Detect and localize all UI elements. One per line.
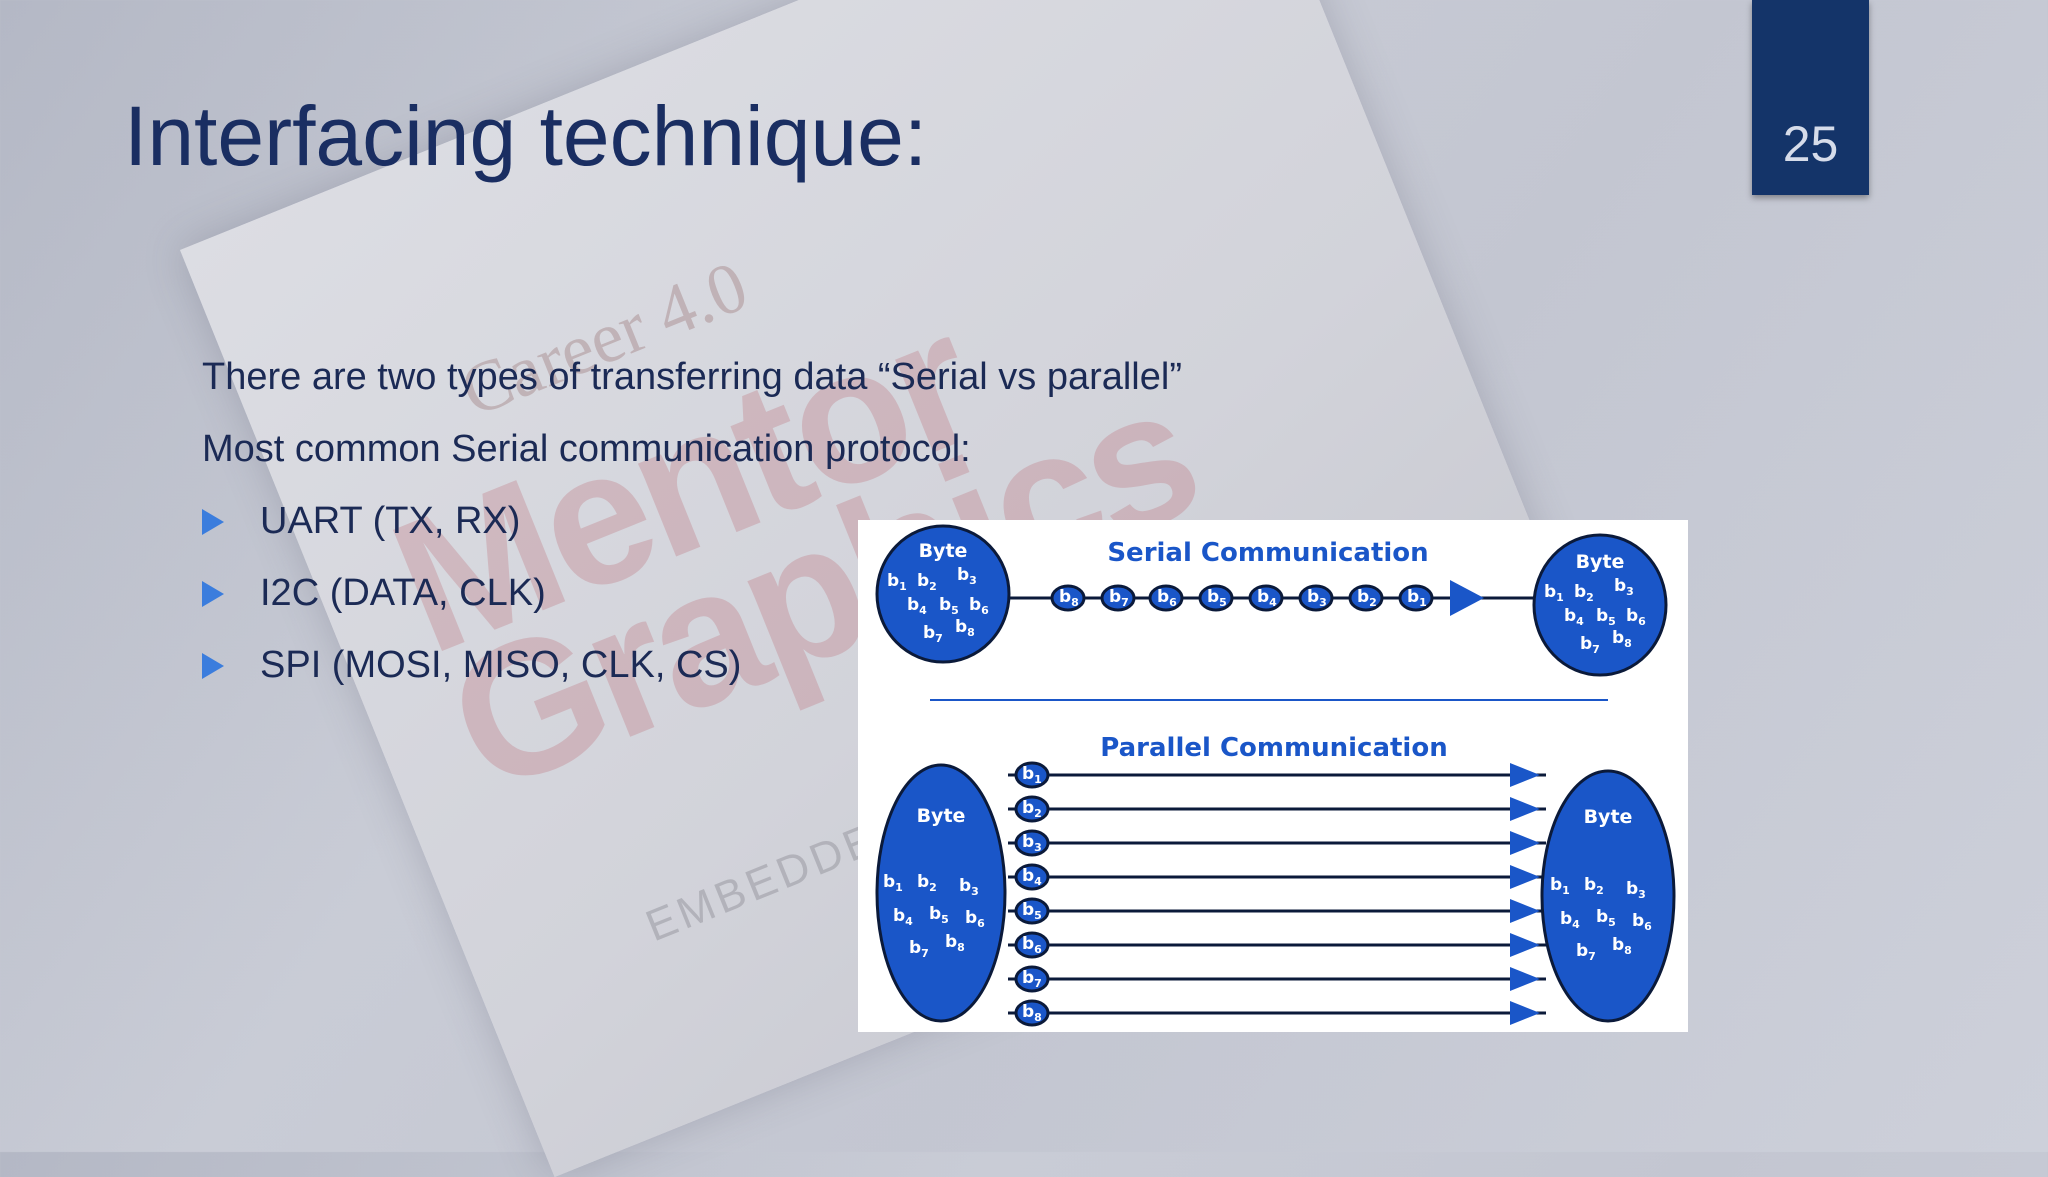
parallel-bit-token-label: b6 bbox=[1022, 934, 1042, 956]
serial-dest-byte-bit: b3 bbox=[1614, 576, 1634, 598]
parallel-bit-token bbox=[1014, 829, 1050, 857]
parallel-bit-token-label: b4 bbox=[1022, 866, 1042, 888]
serial-bit-token bbox=[1050, 584, 1086, 612]
slide-title: Interfacing technique: bbox=[124, 89, 928, 183]
page-number: 25 bbox=[1782, 116, 1839, 172]
serial-source-byte bbox=[875, 524, 1011, 664]
intro-line: There are two types of transferring data… bbox=[202, 356, 1182, 398]
triangle-bullet-icon bbox=[202, 652, 224, 679]
serial-dest-byte-label: Byte bbox=[1576, 551, 1625, 573]
parallel-arrow-icon bbox=[1510, 831, 1540, 855]
parallel-bit-token bbox=[1014, 795, 1050, 823]
serial-source-byte-bit: b5 bbox=[939, 595, 959, 617]
parallel-dest-byte-bit: b8 bbox=[1612, 935, 1632, 957]
serial-source-byte-bit: b2 bbox=[917, 571, 937, 593]
triangle-bullet-icon bbox=[202, 508, 224, 535]
parallel-source-byte-bit: b3 bbox=[959, 876, 979, 898]
serial-bit-token bbox=[1198, 584, 1234, 612]
parallel-dest-byte-label: Byte bbox=[1584, 806, 1633, 828]
parallel-source-byte-bit: b2 bbox=[917, 872, 937, 894]
serial-arrow-icon bbox=[1450, 580, 1484, 616]
parallel-source-byte-bit: b5 bbox=[929, 904, 949, 926]
serial-source-byte-bit: b1 bbox=[887, 571, 907, 593]
serial-bit-token bbox=[1148, 584, 1184, 612]
serial-bit-token-label: b4 bbox=[1257, 587, 1277, 609]
serial-dest-byte-bit: b2 bbox=[1574, 582, 1594, 604]
parallel-source-byte-bit: b1 bbox=[883, 872, 903, 894]
serial-source-byte-bit: b3 bbox=[957, 565, 977, 587]
bullet-item-uart: UART (TX, RX) bbox=[202, 500, 520, 543]
parallel-bit-token bbox=[1014, 897, 1050, 925]
page-number-badge: 25 bbox=[1752, 0, 1869, 195]
serial-dest-byte-bit: b5 bbox=[1596, 606, 1616, 628]
parallel-title: Parallel Communication bbox=[1100, 733, 1447, 763]
serial-bit-token bbox=[1298, 584, 1334, 612]
parallel-source-byte-bit: b4 bbox=[893, 906, 913, 928]
serial-source-byte-bit: b7 bbox=[923, 623, 943, 645]
serial-bit-token-label: b5 bbox=[1207, 587, 1227, 609]
parallel-bit-token bbox=[1014, 931, 1050, 959]
serial-dest-byte-bit: b7 bbox=[1580, 634, 1600, 656]
serial-source-byte-bit: b4 bbox=[907, 595, 927, 617]
diagram-canvas: Serial Communication Parallel Communicat… bbox=[875, 524, 1676, 1027]
parallel-dest-byte-bit: b6 bbox=[1632, 911, 1652, 933]
triangle-bullet-icon bbox=[202, 580, 224, 607]
parallel-bit-token-label: b7 bbox=[1022, 968, 1042, 990]
parallel-dest-byte-bit: b2 bbox=[1584, 875, 1604, 897]
parallel-arrow-icon bbox=[1510, 899, 1540, 923]
parallel-dest-byte-bit: b1 bbox=[1550, 875, 1570, 897]
parallel-bit-token bbox=[1014, 999, 1050, 1027]
serial-dest-byte-bit: b6 bbox=[1626, 606, 1646, 628]
serial-vs-parallel-diagram: Serial Communication Parallel Communicat… bbox=[858, 520, 1688, 1032]
parallel-source-byte-bit: b8 bbox=[945, 932, 965, 954]
parallel-arrow-icon bbox=[1510, 797, 1540, 821]
serial-bit-token bbox=[1348, 584, 1384, 612]
protocols-heading: Most common Serial communication protoco… bbox=[202, 428, 971, 470]
parallel-dest-byte bbox=[1540, 769, 1676, 1023]
parallel-source-byte bbox=[875, 763, 1007, 1023]
parallel-bit-token bbox=[1014, 965, 1050, 993]
serial-bit-token bbox=[1248, 584, 1284, 612]
parallel-bit-token-label: b3 bbox=[1022, 832, 1042, 854]
parallel-dest-byte-bit: b4 bbox=[1560, 909, 1580, 931]
bullet-item-i2c: I2C (DATA, CLK) bbox=[202, 572, 546, 615]
serial-dest-byte bbox=[1532, 533, 1668, 677]
serial-bit-token bbox=[1398, 584, 1434, 612]
serial-dest-byte-bit: b1 bbox=[1544, 582, 1564, 604]
parallel-arrow-icon bbox=[1510, 933, 1540, 957]
parallel-arrow-icon bbox=[1510, 967, 1540, 991]
parallel-dest-byte-bit: b7 bbox=[1576, 941, 1596, 963]
serial-bit-token-label: b7 bbox=[1109, 587, 1129, 609]
serial-source-byte-bit: b8 bbox=[955, 617, 975, 639]
serial-title: Serial Communication bbox=[1107, 538, 1428, 568]
parallel-arrow-icon bbox=[1510, 865, 1540, 889]
parallel-source-byte-bit: b7 bbox=[909, 938, 929, 960]
serial-bit-token-label: b1 bbox=[1407, 587, 1427, 609]
parallel-source-byte-label: Byte bbox=[917, 805, 966, 827]
parallel-bit-token-label: b5 bbox=[1022, 900, 1042, 922]
parallel-bit-token bbox=[1014, 761, 1050, 789]
parallel-arrow-icon bbox=[1510, 1001, 1540, 1025]
bullet-item-spi: SPI (MOSI, MISO, CLK, CS) bbox=[202, 644, 741, 687]
parallel-bit-token bbox=[1014, 863, 1050, 891]
serial-bit-token-label: b3 bbox=[1307, 587, 1327, 609]
parallel-arrow-icon bbox=[1510, 763, 1540, 787]
serial-dest-byte-bit: b4 bbox=[1564, 606, 1584, 628]
parallel-source-byte-bit: b6 bbox=[965, 908, 985, 930]
parallel-bit-token-label: b2 bbox=[1022, 798, 1042, 820]
serial-bit-token-label: b8 bbox=[1059, 587, 1079, 609]
serial-source-byte-bit: b6 bbox=[969, 595, 989, 617]
parallel-bit-token-label: b1 bbox=[1022, 764, 1042, 786]
parallel-dest-byte-bit: b5 bbox=[1596, 907, 1616, 929]
serial-bit-token-label: b2 bbox=[1357, 587, 1377, 609]
parallel-bit-token-label: b8 bbox=[1022, 1002, 1042, 1024]
serial-bit-token-label: b6 bbox=[1157, 587, 1177, 609]
serial-dest-byte-bit: b8 bbox=[1612, 628, 1632, 650]
serial-source-byte-label: Byte bbox=[919, 540, 968, 562]
parallel-dest-byte-bit: b3 bbox=[1626, 879, 1646, 901]
serial-bit-token bbox=[1100, 584, 1136, 612]
